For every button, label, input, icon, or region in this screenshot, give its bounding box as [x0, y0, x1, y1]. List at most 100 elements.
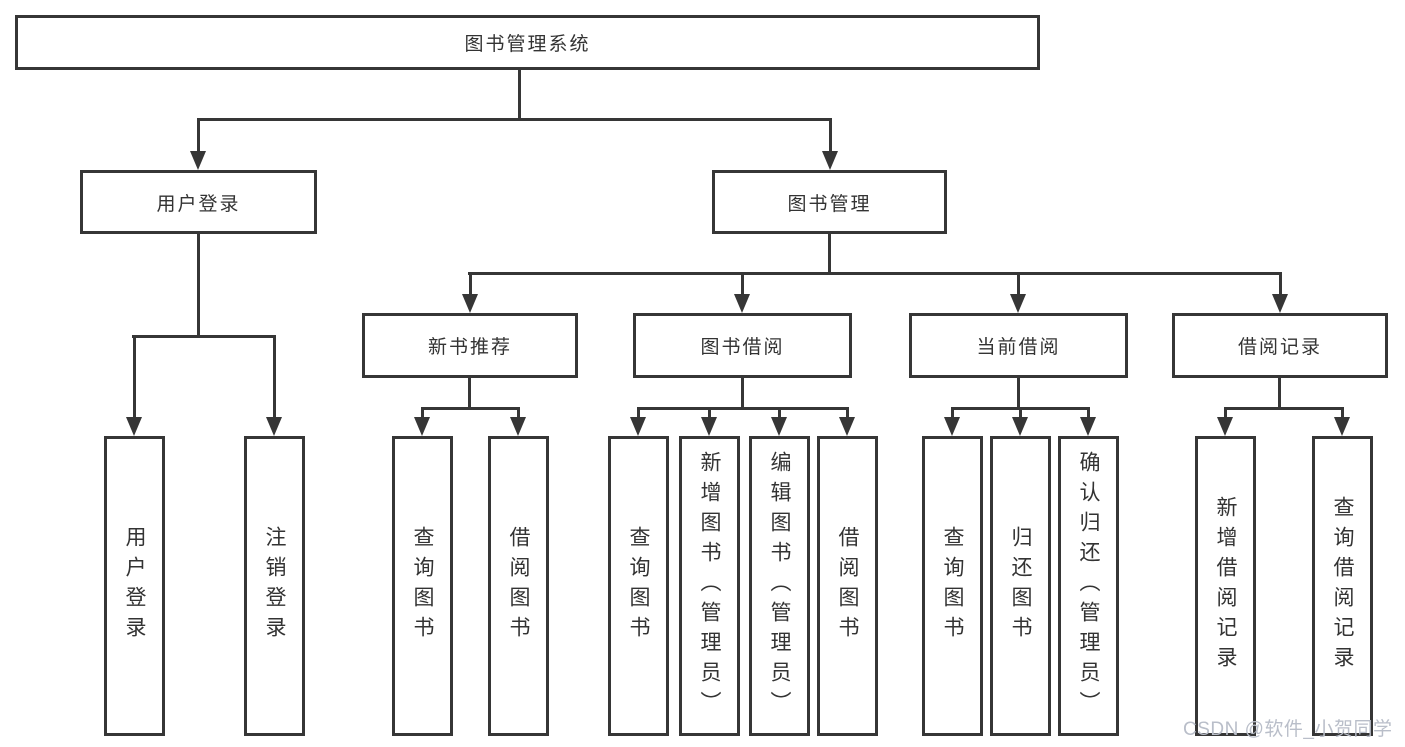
- arrowhead-down-icon: [266, 417, 282, 436]
- node-user-login: 用户登录: [80, 170, 317, 234]
- arrowhead-down-icon: [944, 417, 960, 436]
- node-user-login-label: 用户登录: [156, 193, 241, 215]
- connector-arrow: [1272, 272, 1288, 313]
- leaf-label: 编辑图书（管理员）: [768, 451, 791, 721]
- connector-section-stub: [741, 378, 744, 407]
- leaf-label: 新增借阅记录: [1214, 496, 1237, 676]
- node-leaf-query-books-1: 查询图书: [392, 436, 453, 736]
- connector-arrow: [510, 407, 526, 436]
- arrowhead-down-icon: [1010, 294, 1026, 313]
- leaf-label: 借阅图书: [836, 526, 859, 646]
- connector-arrow: [630, 407, 646, 436]
- connector-arrow: [1217, 407, 1233, 436]
- connector-arrow: [701, 407, 717, 436]
- connector-root-stub: [518, 70, 521, 118]
- connector-arrow: [414, 407, 430, 436]
- connector-line: [1016, 272, 1020, 294]
- connector-arrow: [1012, 407, 1028, 436]
- node-leaf-query-books-2: 查询图书: [608, 436, 669, 736]
- connector-section-stub: [468, 378, 471, 407]
- node-leaf-return-books: 归还图书: [990, 436, 1051, 736]
- connector-arrow: [1010, 272, 1026, 313]
- connector-section-stub: [1278, 378, 1281, 407]
- arrowhead-down-icon: [1080, 417, 1096, 436]
- connector-line: [1223, 407, 1227, 417]
- node-leaf-edit-books-admin: 编辑图书（管理员）: [749, 436, 810, 736]
- connector-arrow: [266, 335, 282, 436]
- connector-user-login-bar: [132, 335, 275, 338]
- connector-line: [1340, 407, 1344, 417]
- connector-arrow: [839, 407, 855, 436]
- leaf-label: 查询图书: [627, 526, 650, 646]
- connector-arrow: [771, 407, 787, 436]
- connector-line: [845, 407, 849, 417]
- node-leaf-add-books-admin: 新增图书（管理员）: [679, 436, 740, 736]
- arrowhead-down-icon: [190, 151, 206, 170]
- connector-arrow: [126, 335, 142, 436]
- connector-line: [420, 407, 424, 417]
- arrowhead-down-icon: [1012, 417, 1028, 436]
- node-leaf-query-borrow-record: 查询借阅记录: [1312, 436, 1373, 736]
- connector-arrow: [190, 118, 206, 170]
- node-root-label: 图书管理系统: [464, 34, 591, 55]
- connector-line: [740, 272, 744, 294]
- leaf-label: 查询借阅记录: [1331, 496, 1354, 676]
- node-leaf-logout: 注销登录: [244, 436, 305, 736]
- connector-line: [950, 407, 954, 417]
- arrowhead-down-icon: [126, 417, 142, 436]
- leaf-label: 归还图书: [1009, 526, 1032, 646]
- node-book-borrow: 图书借阅: [633, 313, 852, 378]
- arrowhead-down-icon: [1272, 294, 1288, 313]
- leaf-label: 确认归还（管理员）: [1077, 451, 1100, 721]
- arrowhead-down-icon: [1334, 417, 1350, 436]
- arrowhead-down-icon: [630, 417, 646, 436]
- connector-line: [132, 335, 136, 417]
- arrowhead-down-icon: [1217, 417, 1233, 436]
- connector-line: [1018, 407, 1022, 417]
- leaf-label: 注销登录: [263, 526, 286, 646]
- connector-line: [828, 118, 832, 151]
- connector-line: [777, 407, 781, 417]
- node-new-book-recommend: 新书推荐: [362, 313, 578, 378]
- node-borrow-records-label: 借阅记录: [1237, 337, 1322, 358]
- connector-arrow: [734, 272, 750, 313]
- node-leaf-user-login: 用户登录: [104, 436, 165, 736]
- node-leaf-confirm-return-admin: 确认归还（管理员）: [1058, 436, 1119, 736]
- node-root-system: 图书管理系统: [15, 15, 1040, 70]
- leaf-label: 新增图书（管理员）: [698, 451, 721, 721]
- node-leaf-borrow-books-1: 借阅图书: [488, 436, 549, 736]
- arrowhead-down-icon: [414, 417, 430, 436]
- watermark: CSDN @软件_小贺同学: [1183, 719, 1393, 740]
- arrowhead-down-icon: [771, 417, 787, 436]
- connector-book-mgmt-stub: [828, 234, 831, 272]
- connector-arrow: [822, 118, 838, 170]
- node-leaf-add-borrow-record: 新增借阅记录: [1195, 436, 1256, 736]
- arrowhead-down-icon: [822, 151, 838, 170]
- arrowhead-down-icon: [734, 294, 750, 313]
- arrowhead-down-icon: [701, 417, 717, 436]
- connector-line: [516, 407, 520, 417]
- leaf-label: 借阅图书: [507, 526, 530, 646]
- connector-level3-bar: [468, 272, 1282, 275]
- connector-arrow: [944, 407, 960, 436]
- connector-section-bar: [421, 407, 520, 410]
- connector-line: [707, 407, 711, 417]
- connector-arrow: [1080, 407, 1096, 436]
- connector-arrow: [462, 272, 478, 313]
- node-book-borrow-label: 图书借阅: [700, 337, 785, 358]
- connector-arrow: [1334, 407, 1350, 436]
- leaf-label: 用户登录: [123, 526, 146, 646]
- connector-line: [272, 335, 276, 417]
- connector-line: [1278, 272, 1282, 294]
- node-current-borrow: 当前借阅: [909, 313, 1128, 378]
- leaf-label: 查询图书: [411, 526, 434, 646]
- node-borrow-records: 借阅记录: [1172, 313, 1388, 378]
- arrowhead-down-icon: [462, 294, 478, 313]
- node-book-management: 图书管理: [712, 170, 947, 234]
- node-book-management-label: 图书管理: [787, 193, 872, 215]
- connector-user-login-stub: [197, 234, 200, 335]
- connector-section-bar: [637, 407, 849, 410]
- connector-section-bar: [1224, 407, 1344, 410]
- arrowhead-down-icon: [839, 417, 855, 436]
